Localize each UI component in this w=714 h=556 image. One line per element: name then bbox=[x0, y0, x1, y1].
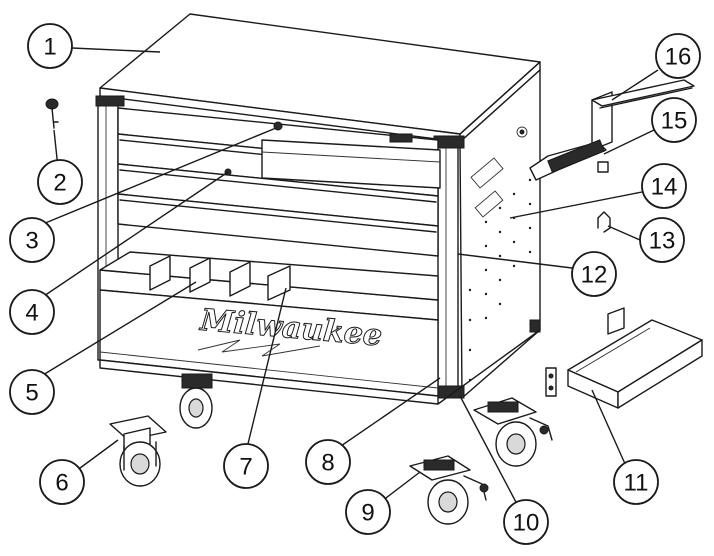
callout-8: 8 bbox=[305, 439, 351, 485]
svg-text:13: 13 bbox=[649, 228, 676, 255]
side-handle bbox=[529, 139, 609, 181]
callout-12: 12 bbox=[571, 251, 617, 297]
svg-text:5: 5 bbox=[25, 380, 38, 407]
callout-13: 13 bbox=[639, 217, 685, 263]
caster-brake-front bbox=[473, 397, 553, 467]
drawer-stack bbox=[117, 107, 441, 257]
mount-plate bbox=[545, 367, 557, 397]
svg-text:8: 8 bbox=[321, 450, 334, 477]
svg-text:9: 9 bbox=[361, 500, 374, 527]
cabinet-body: Milwaukee bbox=[95, 13, 541, 405]
right-corner-post bbox=[437, 139, 459, 397]
callout-10: 10 bbox=[503, 499, 549, 545]
svg-text:15: 15 bbox=[661, 108, 688, 135]
callout-1: 1 bbox=[27, 23, 73, 69]
callout-5: 5 bbox=[9, 369, 55, 415]
svg-text:3: 3 bbox=[25, 228, 38, 255]
caster-brake-9 bbox=[409, 455, 489, 525]
caster-swivel-6 bbox=[109, 415, 167, 487]
callout-9: 9 bbox=[345, 489, 391, 535]
callout-11: 11 bbox=[613, 459, 659, 505]
callout-14: 14 bbox=[641, 163, 687, 209]
key-part bbox=[45, 98, 59, 129]
svg-text:14: 14 bbox=[651, 174, 678, 201]
handle-bar bbox=[591, 79, 695, 151]
svg-text:11: 11 bbox=[624, 470, 649, 497]
svg-text:6: 6 bbox=[55, 470, 68, 497]
side-shelf bbox=[567, 307, 703, 409]
svg-text:12: 12 bbox=[581, 262, 608, 289]
callout-16: 16 bbox=[655, 33, 701, 79]
callout-4: 4 bbox=[9, 289, 55, 335]
side-panel-holes bbox=[468, 178, 532, 382]
svg-text:4: 4 bbox=[25, 300, 38, 327]
svg-text:7: 7 bbox=[239, 454, 252, 481]
svg-text:1: 1 bbox=[43, 34, 56, 61]
callout-6: 6 bbox=[39, 459, 85, 505]
callout-7: 7 bbox=[223, 443, 269, 489]
svg-text:16: 16 bbox=[665, 44, 692, 71]
bracket-clip bbox=[597, 211, 611, 233]
bottom-drawer: Milwaukee bbox=[99, 251, 439, 397]
callout-3: 3 bbox=[9, 217, 55, 263]
svg-text:10: 10 bbox=[513, 510, 540, 537]
svg-text:2: 2 bbox=[53, 170, 66, 197]
caster-rear-left bbox=[179, 373, 213, 429]
drawer-dividers bbox=[149, 255, 171, 291]
callout-2: 2 bbox=[37, 159, 83, 205]
callout-15: 15 bbox=[651, 97, 697, 143]
